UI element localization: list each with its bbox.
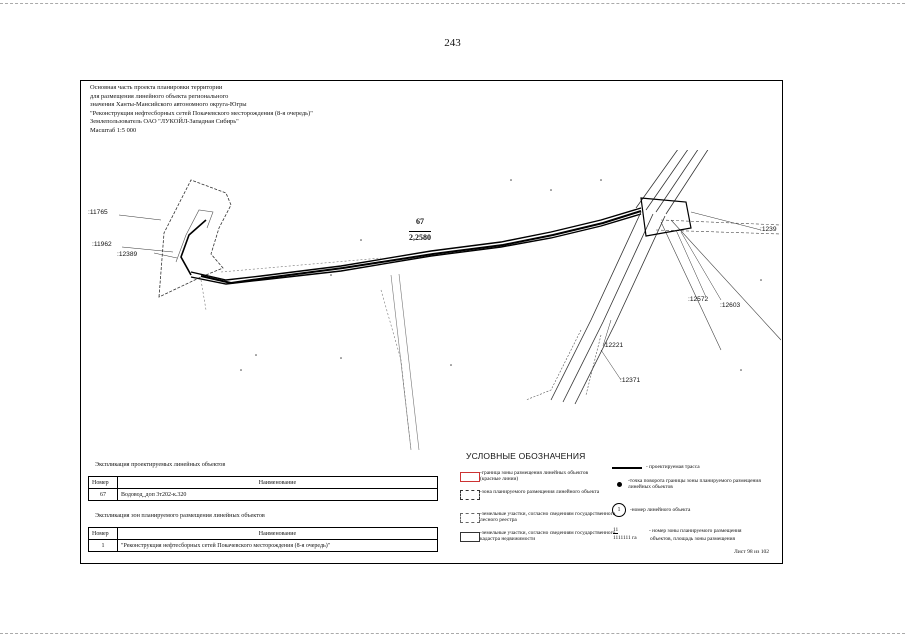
table-cell: 67	[88, 488, 118, 501]
legend-route-line	[612, 467, 642, 469]
page-number: 243	[444, 37, 461, 49]
land-user-line: Землепользователь ОАО "ЛУКОЙЛ-Западная С…	[90, 118, 239, 126]
route-left-spur	[180, 219, 207, 276]
road-vertical	[390, 273, 420, 451]
table-row: 67 Водовод_доп 3т202-к.320	[88, 488, 438, 501]
title-line: для размещения линейного объекта региона…	[90, 92, 229, 100]
title-block: Основная часть проекта планировки террит…	[90, 84, 313, 136]
parcel-boundary	[200, 257, 412, 451]
survey-marks	[240, 179, 762, 371]
scale-line: Масштаб 1:5 000	[90, 126, 137, 134]
legend-swatch-boundary	[460, 472, 480, 482]
parcel-label: :12572	[688, 296, 709, 303]
parcel-label: :11962	[92, 241, 112, 248]
parcel-label: :12603	[720, 302, 741, 309]
title-line: значения Ханты-Мансийского автономного о…	[90, 101, 247, 109]
table-cell: "Реконструкция нефтесборных сетей Покаче…	[117, 539, 438, 552]
table2-caption: Экспликация зон планируемого размещения …	[95, 512, 265, 519]
legend-item: -зона планируемого размещения линейного …	[480, 489, 600, 495]
table-cell: Водовод_доп 3т202-к.320	[117, 488, 438, 501]
turn-point-icon	[617, 482, 622, 487]
legend-zone-area: 1111111 га	[613, 535, 637, 541]
parcel-label: :12389	[117, 251, 138, 258]
legend-title: УСЛОВНЫЕ ОБОЗНАЧЕНИЯ	[466, 451, 586, 461]
table1: Номер Наименование 67 Водовод_доп 3т202-…	[88, 476, 438, 501]
parcel-label: :11765	[88, 209, 108, 216]
map-drawing	[118, 150, 781, 451]
legend-route: - проектируемая трасса	[646, 464, 700, 470]
table1-caption: Экспликация проектируемых линейных объек…	[95, 461, 226, 468]
legend-swatch-zone	[460, 490, 480, 500]
parcel-label: :12221	[603, 342, 624, 349]
legend-swatch-forest	[460, 513, 480, 523]
legend-zone-code: 11	[613, 527, 619, 535]
table-header: Наименование	[117, 476, 438, 489]
route-line	[200, 210, 642, 285]
object-number-circle-icon: 1	[612, 503, 626, 517]
legend-zone-desc: - номер зоны планируемого размещения	[649, 528, 742, 534]
parcel-left-inner	[175, 209, 214, 263]
table2: Номер Наименование 1 "Реконструкция нефт…	[88, 527, 438, 552]
scan-edge-top	[0, 3, 905, 4]
junction-detail	[640, 197, 692, 237]
table-header: Номер	[88, 476, 118, 489]
object-number-label: 67	[416, 217, 424, 226]
table-row: 1 "Реконструкция нефтесборных сетей Пока…	[88, 539, 438, 552]
drawing-frame	[80, 80, 783, 564]
road-diagonal	[635, 150, 709, 215]
object-area-label: 2,2580	[409, 231, 431, 242]
parcel-left-block	[158, 179, 232, 298]
legend-item: -земельные участки, согласно сведениям г…	[480, 511, 616, 524]
table-cell: 1	[88, 539, 118, 552]
legend-swatch-cadastre	[460, 532, 480, 542]
title-line: Основная часть проекта планировки террит…	[90, 84, 223, 91]
road-southeast	[660, 219, 781, 351]
parcel-label: :1239	[760, 226, 777, 233]
road-south	[550, 211, 666, 405]
south-parcels	[525, 329, 602, 401]
legend-zone-desc: объектов, площадь зоны размещения	[650, 536, 735, 542]
legend-item: -граница зоны размещения линейных объект…	[480, 470, 589, 483]
route-band-outer	[190, 207, 642, 281]
table-header: Наименование	[117, 527, 438, 540]
legend-object-number: -номер линейного объекта	[630, 507, 691, 513]
parcel-label: :12371	[620, 377, 641, 384]
legend-turn-point: -точка поворота границы зоны планируемог…	[628, 478, 761, 491]
leader-lines	[118, 211, 762, 381]
title-line: "Реконструкция нефтесборных сетей Покаче…	[90, 109, 313, 117]
scan-edge-bottom	[0, 633, 905, 634]
sheet-number: Лист 98 из 102	[734, 549, 770, 555]
legend-item: -земельные участки, согласно сведениям г…	[480, 530, 616, 543]
table-header: Номер	[88, 527, 118, 540]
